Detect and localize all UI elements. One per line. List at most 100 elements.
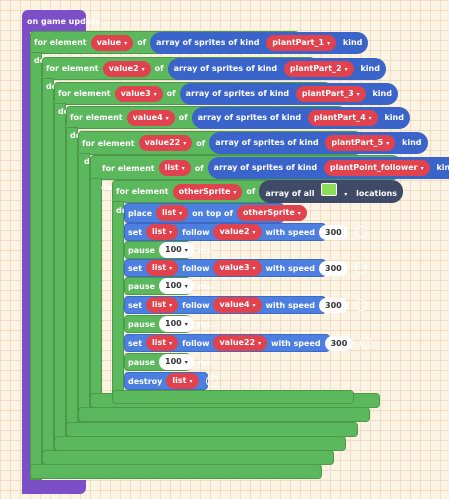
- of-label: of: [194, 163, 204, 173]
- variable-dropdown[interactable]: value4▾: [126, 109, 175, 126]
- for-loop-7-spine: [112, 201, 124, 393]
- location-swatch[interactable]: [321, 183, 338, 196]
- for-loop-5-footer: [78, 407, 370, 422]
- do-label-1-row: do: [34, 54, 45, 66]
- do-label-2-row: do: [46, 80, 57, 92]
- for-loop-1-header: for element value▾ of array of sprites o…: [34, 31, 372, 54]
- for-loop-3-header: for element value3▾ of array of sprites …: [58, 82, 402, 105]
- sprite-dropdown[interactable]: list▾: [146, 224, 179, 240]
- of-label: of: [178, 113, 188, 122]
- do-label: do: [70, 130, 82, 140]
- minus-icon[interactable]: −: [354, 226, 367, 238]
- set-follow-row-1: set list▾ follow value2▾ with speed 300 …: [128, 224, 367, 240]
- of-label: of: [166, 89, 176, 98]
- ms-label: ms: [197, 357, 211, 367]
- follow-label: follow: [182, 338, 210, 348]
- place-label: place: [128, 208, 153, 218]
- event-block-footer: [22, 480, 86, 494]
- for-loop-5-spine: [78, 153, 90, 422]
- array-of-sprites-block[interactable]: array of sprites of kind plantPart_5▾ ki…: [209, 132, 428, 154]
- pause-label: pause: [128, 245, 156, 255]
- set-label: set: [128, 338, 143, 348]
- event-header: on game update: [27, 14, 100, 28]
- variable-dropdown[interactable]: list▾: [158, 160, 191, 176]
- sprite-dropdown[interactable]: list▾: [166, 373, 199, 389]
- plus-icon[interactable]: +: [205, 375, 218, 387]
- for-element-label: for element: [102, 163, 155, 173]
- speed-input[interactable]: 300: [324, 335, 354, 351]
- do-label-7-row: do: [116, 204, 127, 216]
- sprite-dropdown[interactable]: list▾: [146, 297, 179, 313]
- for-element-label: for element: [58, 89, 111, 98]
- pause-row-3: pause 100▾ ms: [128, 316, 211, 332]
- array-of-all-block[interactable]: array of all ▾ locations: [259, 180, 404, 203]
- kind-dropdown[interactable]: plantPart_5▾: [325, 135, 396, 151]
- pause-duration-dropdown[interactable]: 100▾: [159, 354, 194, 370]
- variable-dropdown[interactable]: otherSprite▾: [172, 183, 243, 200]
- pause-duration-dropdown[interactable]: 100▾: [159, 316, 194, 332]
- set-label: set: [128, 300, 143, 310]
- destroy-label: destroy: [128, 376, 163, 386]
- for-element-label: for element: [34, 38, 87, 47]
- speed-input[interactable]: 300: [319, 260, 348, 276]
- array-of-sprites-block[interactable]: array of sprites of kind plantPart_4▾ ki…: [191, 106, 410, 129]
- kind-dropdown[interactable]: plantPart_4▾: [307, 109, 378, 126]
- with-speed-label: with speed: [265, 263, 316, 273]
- minus-icon[interactable]: −: [354, 299, 367, 311]
- pause-duration-dropdown[interactable]: 100▾: [159, 278, 194, 294]
- for-loop-3-spine: [54, 103, 66, 450]
- sprite-dropdown[interactable]: list▾: [146, 260, 179, 276]
- target-dropdown[interactable]: value22▾: [213, 335, 268, 351]
- pause-row-2: pause 100▾ ms: [128, 278, 211, 294]
- minus-icon[interactable]: −: [360, 337, 373, 349]
- speed-input[interactable]: 300: [319, 224, 348, 240]
- ms-label: ms: [197, 245, 211, 255]
- variable-dropdown[interactable]: value3▾: [114, 85, 163, 102]
- sprite-dropdown[interactable]: list▾: [156, 205, 189, 221]
- for-element-label: for element: [116, 187, 169, 196]
- follow-label: follow: [182, 227, 210, 237]
- for-element-label: for element: [70, 113, 123, 122]
- kind-dropdown[interactable]: plantPart_3▾: [295, 85, 366, 102]
- target-dropdown[interactable]: value2▾: [213, 224, 262, 240]
- sprite-dropdown[interactable]: list▾: [146, 335, 179, 351]
- speed-input[interactable]: 300: [319, 297, 348, 313]
- target-dropdown[interactable]: otherSprite▾: [236, 205, 307, 221]
- target-dropdown[interactable]: value3▾: [213, 260, 262, 276]
- do-label-3-row: do: [58, 105, 69, 117]
- for-loop-7-footer: [112, 390, 354, 404]
- do-label: do: [84, 157, 95, 166]
- with-speed-label: with speed: [265, 300, 316, 310]
- variable-dropdown[interactable]: value▾: [90, 34, 134, 51]
- destroy-row: destroy list▾ +: [128, 373, 218, 389]
- do-label: do: [46, 81, 58, 91]
- target-dropdown[interactable]: value4▾: [213, 297, 262, 313]
- kind-dropdown[interactable]: plantPart_1▾: [266, 34, 337, 51]
- kind-dropdown[interactable]: plantPart_2▾: [283, 60, 354, 77]
- ms-label: ms: [197, 281, 211, 291]
- on-game-update-block[interactable]: [22, 10, 86, 32]
- pause-row-4: pause 100▾ ms: [128, 354, 211, 370]
- array-of-sprites-block[interactable]: array of sprites of kind plantPart_2▾ ki…: [167, 57, 386, 80]
- with-speed-label: with speed: [265, 227, 316, 237]
- variable-dropdown[interactable]: value22▾: [138, 135, 193, 151]
- ms-label: ms: [197, 319, 211, 329]
- kind-dropdown[interactable]: plantPoint_follower▾: [323, 160, 430, 176]
- minus-icon[interactable]: −: [354, 262, 367, 274]
- with-speed-label: with speed: [271, 338, 321, 348]
- pause-label: pause: [128, 357, 156, 367]
- place-on-top-row: place list▾ on top of otherSprite▾: [128, 205, 311, 221]
- for-loop-3-footer: [54, 436, 346, 451]
- for-loop-2-header: for element value2▾ of array of sprites …: [46, 57, 390, 80]
- event-block-spine: [22, 20, 30, 494]
- for-loop-2-spine: [42, 78, 54, 464]
- array-of-sprites-block[interactable]: array of sprites of kind plantPart_3▾ ki…: [179, 82, 398, 105]
- do-label: do: [58, 106, 70, 116]
- do-label: do: [34, 55, 46, 65]
- pause-duration-dropdown[interactable]: 100▾: [159, 242, 194, 258]
- array-of-sprites-block[interactable]: array of sprites of kind plantPoint_foll…: [207, 157, 449, 179]
- follow-label: follow: [182, 263, 210, 273]
- on-top-of-label: on top of: [192, 208, 233, 218]
- variable-dropdown[interactable]: value2▾: [102, 60, 151, 77]
- array-of-sprites-block[interactable]: array of sprites of kind plantPart_1▾ ki…: [150, 31, 369, 54]
